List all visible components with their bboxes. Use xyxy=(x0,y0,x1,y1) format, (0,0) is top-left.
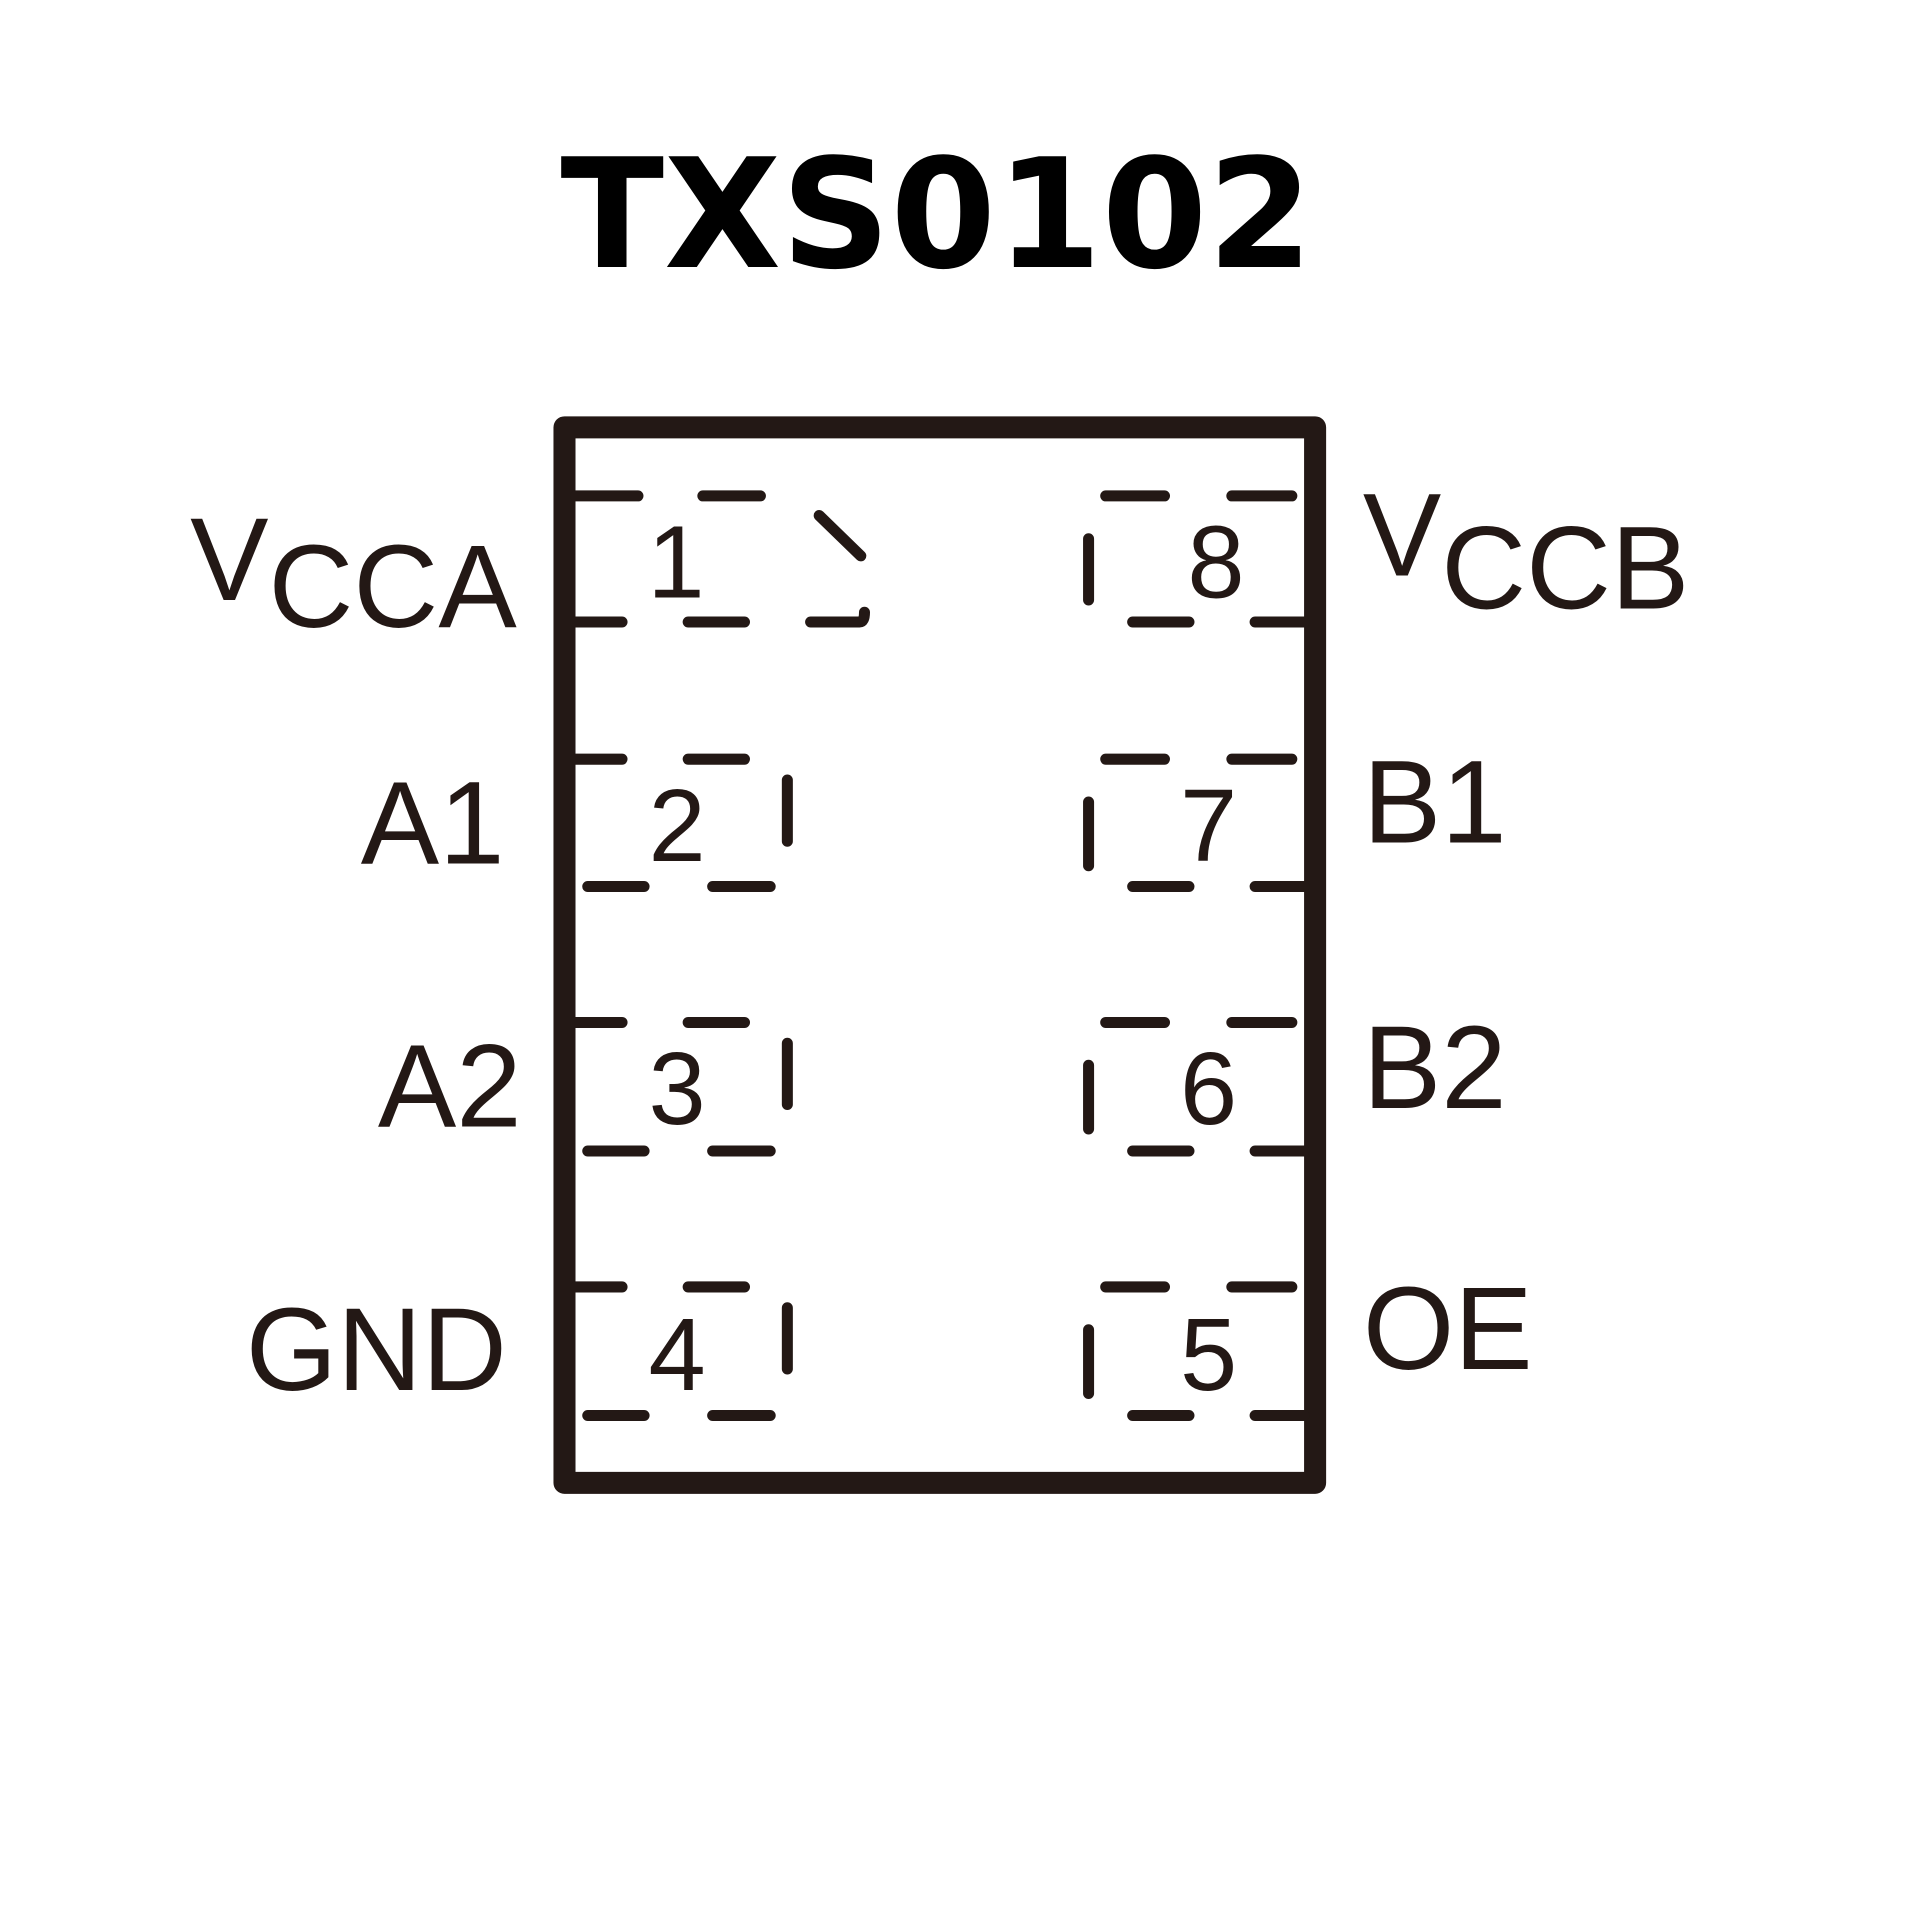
pin-4-label: GND xyxy=(246,1284,507,1415)
pin-8-label-sub: CCB xyxy=(1441,503,1689,634)
pin-3-pad: 3 xyxy=(570,1016,793,1157)
pin-7-label: B1 xyxy=(1363,736,1507,867)
chip-body xyxy=(553,416,1327,1494)
pin-7-number: 7 xyxy=(1180,768,1237,883)
pin-8-label-main: V xyxy=(1363,470,1441,601)
pin-6-label: B2 xyxy=(1363,1002,1507,1133)
pin-5-pad: 5 xyxy=(1083,1281,1310,1422)
pin-1-pad: 1 xyxy=(570,490,870,628)
pin-4-pad: 4 xyxy=(570,1281,793,1422)
pin-6-pad: 6 xyxy=(1083,1016,1310,1157)
pin-8-pad: 8 xyxy=(1083,490,1310,628)
pin-1-number: 1 xyxy=(647,505,704,620)
pin-1-label: VCCA xyxy=(190,494,517,652)
pin-3-label: A2 xyxy=(378,1021,522,1152)
pin-5-label: OE xyxy=(1363,1263,1533,1394)
chip-title: TXS0102 xyxy=(560,126,1313,303)
pin-7-pad: 7 xyxy=(1083,753,1310,893)
pin-6-number: 6 xyxy=(1180,1031,1237,1146)
pin-1-label-main: V xyxy=(190,494,268,625)
pin-2-number: 2 xyxy=(649,768,706,883)
pin-2-pad: 2 xyxy=(570,753,793,893)
pin-4-number: 4 xyxy=(649,1297,706,1412)
pin-3-number: 3 xyxy=(649,1031,706,1146)
pin-1-label-sub: CCA xyxy=(269,521,518,652)
pin-2-label: A1 xyxy=(361,757,505,888)
pin-8-label: VCCB xyxy=(1363,470,1690,634)
pin-8-number: 8 xyxy=(1187,505,1244,620)
pin-5-number: 5 xyxy=(1180,1297,1237,1412)
